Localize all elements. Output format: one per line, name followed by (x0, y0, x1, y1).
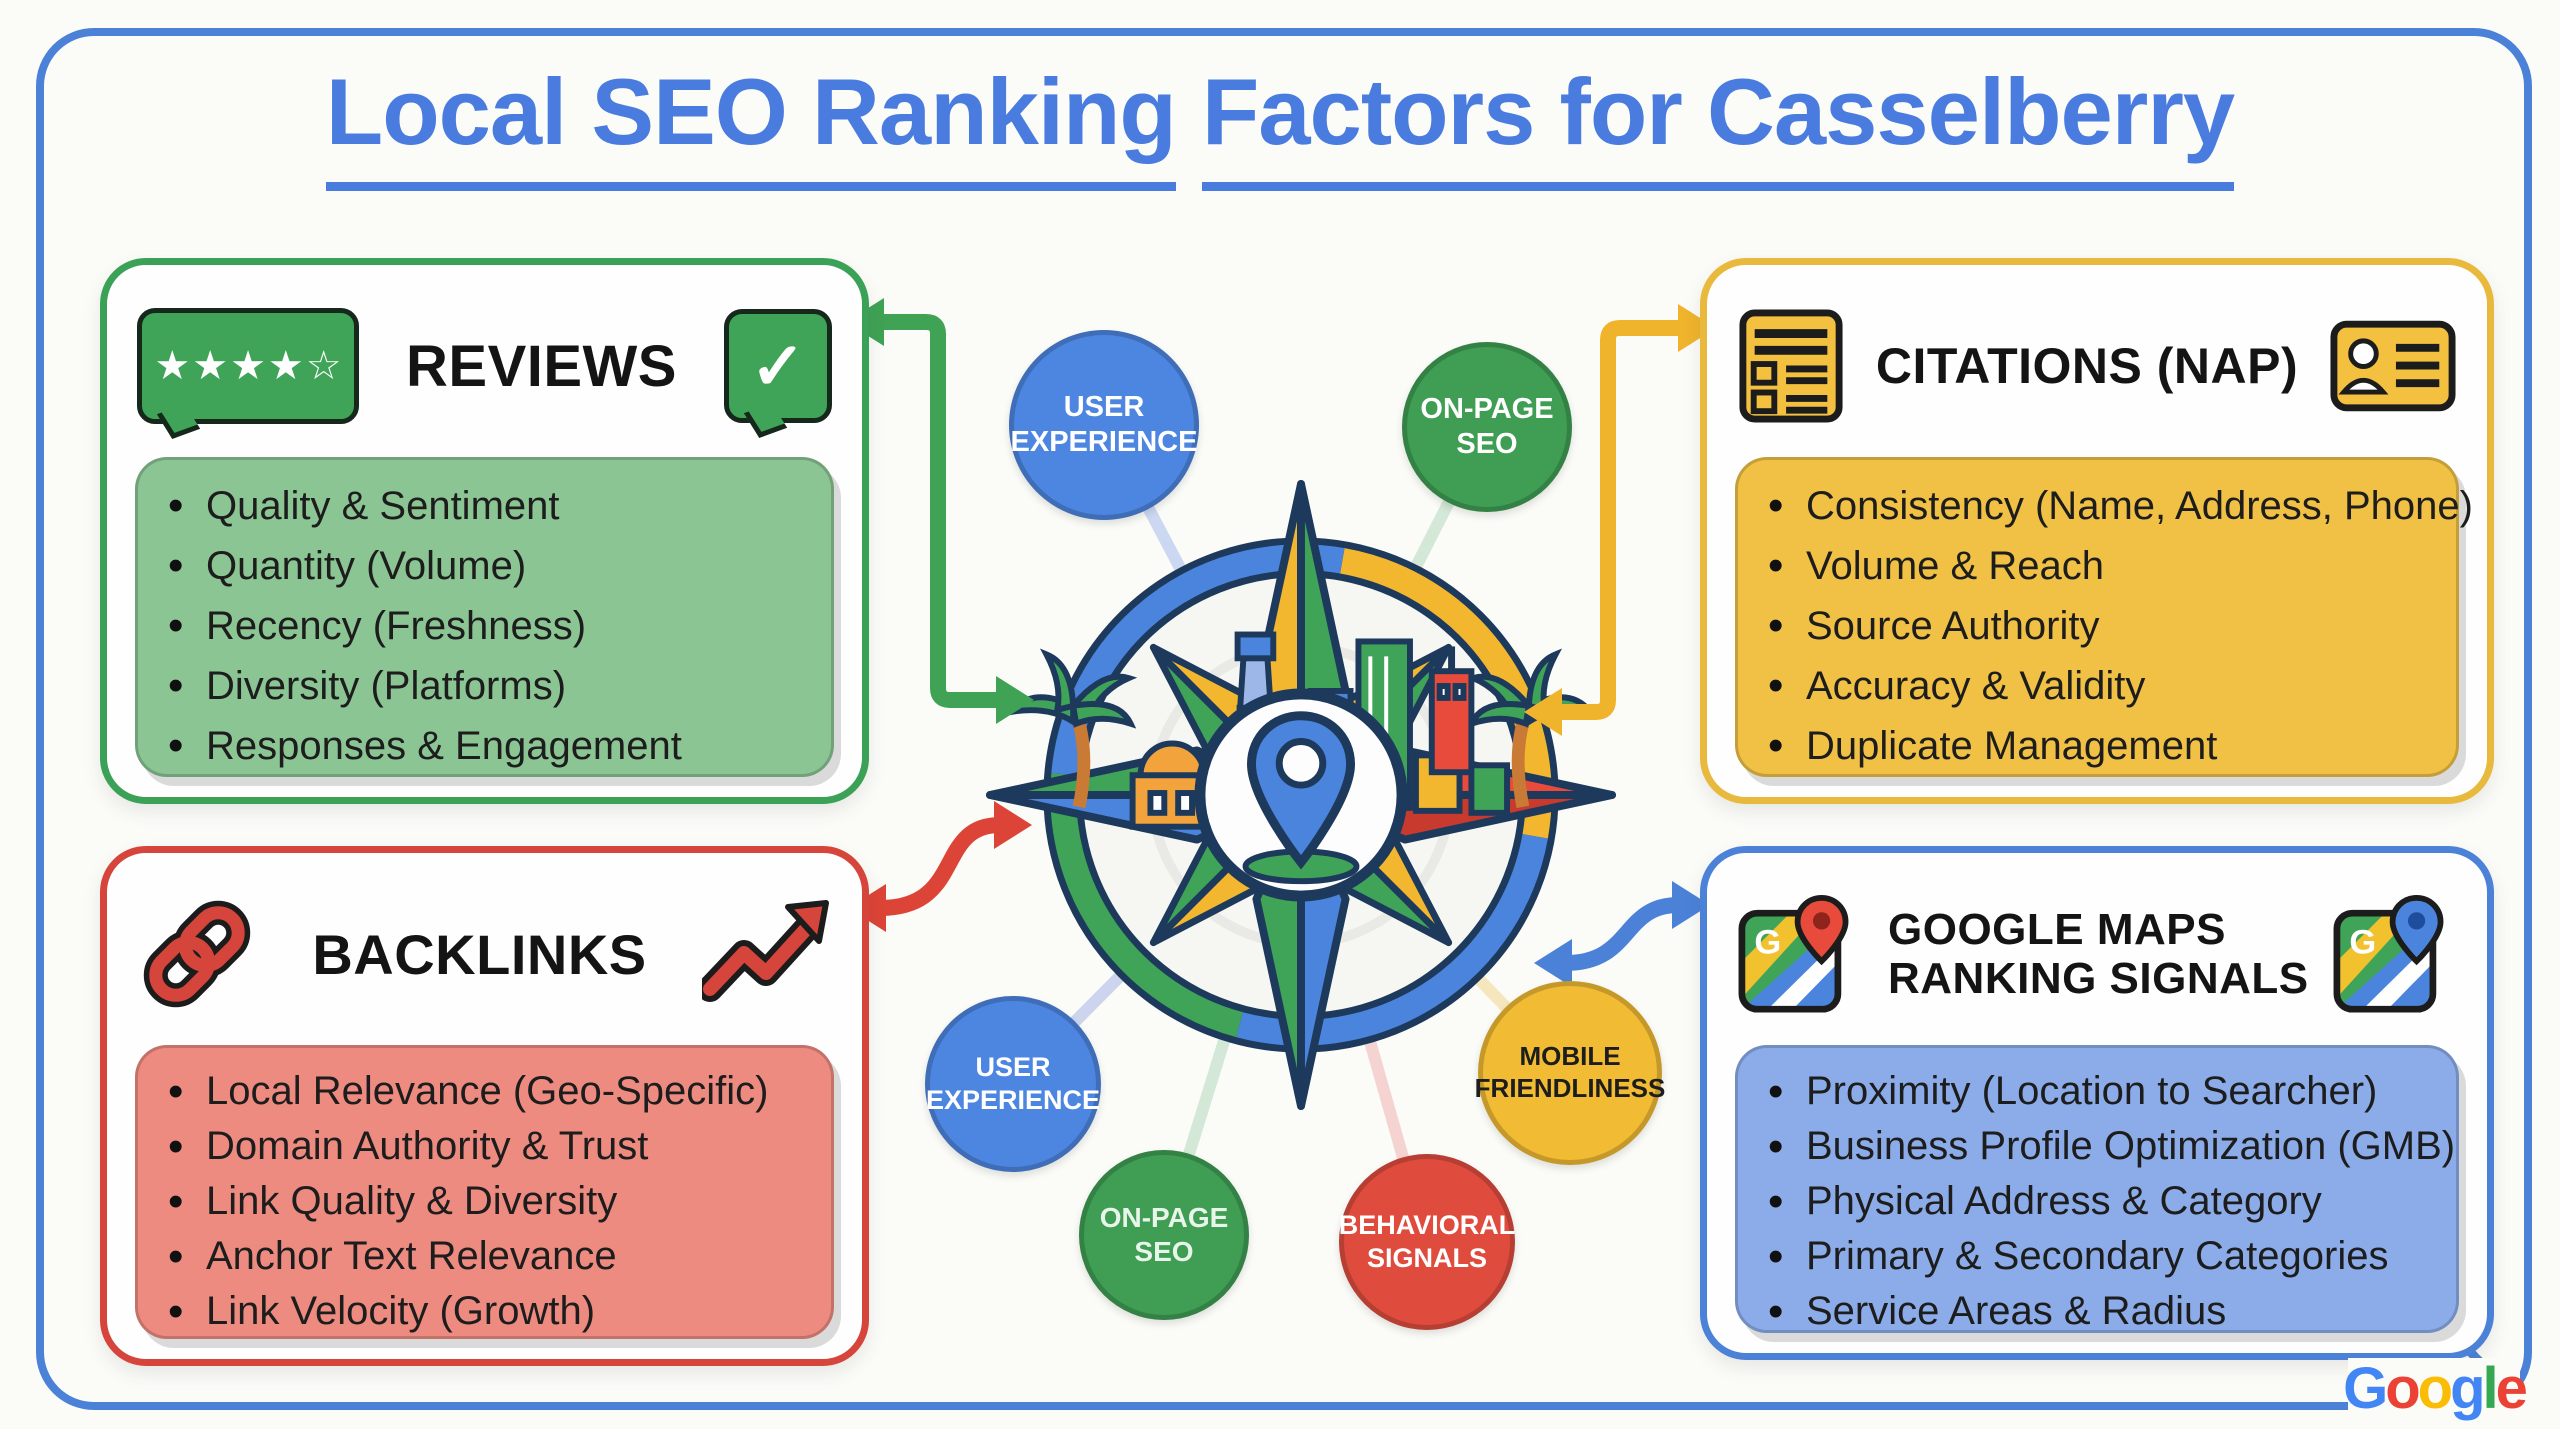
node-on-page-seo-top: ON-PAGE SEO (1402, 342, 1572, 512)
citations-box: CITATIONS (NAP) Consistency (Name, Addre… (1700, 258, 2494, 804)
list-item: Link Velocity (Growth) (164, 1284, 811, 1339)
star-icon: ★ (154, 344, 191, 388)
list-item: Primary & Secondary Categories (1764, 1229, 2436, 1284)
google-logo-letter: o (2417, 1355, 2453, 1421)
maps-title-line1: GOOGLE MAPS (1888, 904, 2226, 954)
page-title-part1: Local SEO Ranking (325, 58, 1177, 191)
list-item: Anchor Text Relevance (164, 1229, 811, 1284)
page-title: Local SEO Ranking Factors for Casselberr… (0, 58, 2560, 191)
node-user-experience-top: USER EXPERIENCE (1009, 330, 1199, 520)
google-logo-letter: e (2495, 1355, 2528, 1421)
list-item: Physical Address & Category (1764, 1174, 2436, 1229)
citations-panel: Consistency (Name, Address, Phone) Volum… (1735, 457, 2473, 777)
list-item: Responses & Engagement (164, 716, 811, 776)
reviews-list: Quality & Sentiment Quantity (Volume) Re… (138, 460, 831, 776)
node-label: USER (975, 1052, 1051, 1083)
list-item: Consistency (Name, Address, Phone) (1764, 476, 2473, 536)
yellow-arrow (1524, 304, 1716, 736)
node-label: MOBILE (1519, 1041, 1621, 1072)
node-label: USER (1063, 390, 1145, 423)
list-item: Quantity (Volume) (164, 536, 811, 596)
citations-header: CITATIONS (NAP) (1737, 291, 2457, 441)
node-label: BEHAVIORAL (1338, 1210, 1516, 1241)
star-icon: ★ (230, 344, 266, 388)
node-behavioral-signals: BEHAVIORAL SIGNALS (1339, 1154, 1515, 1330)
list-item: Business Profile Optimization (GMB) (1764, 1119, 2455, 1174)
node-on-page-seo-bottom: ON-PAGE SEO (1079, 1150, 1249, 1320)
contact-card-icon (2330, 320, 2456, 412)
google-logo-letter: o (2385, 1355, 2420, 1421)
green-arrow (846, 298, 1034, 724)
star-rating-icon: ★ ★ ★ ★ ☆ (137, 308, 359, 424)
backlinks-box: BACKLINKS Local Relevance (Geo-Specific)… (100, 846, 869, 1366)
map-pin-icon (1247, 711, 1355, 870)
backlinks-title: BACKLINKS (312, 922, 647, 986)
node-label: SEO (1456, 428, 1518, 460)
list-item: Service Areas & Radius (1764, 1284, 2436, 1339)
star-outline-icon: ☆ (305, 344, 342, 388)
reviews-box: ★ ★ ★ ★ ☆ REVIEWS ✓ Quality & Sentiment … (100, 258, 869, 804)
blue-arrow (1534, 881, 1710, 987)
google-logo: G o o g l e (2343, 1356, 2528, 1421)
compass-illustration (985, 479, 1617, 1111)
google-maps-blue-pin-icon: G (2333, 894, 2444, 1013)
citations-title: CITATIONS (NAP) (1875, 338, 2299, 394)
page-title-part2: Factors for Casselberry (1201, 58, 2235, 191)
node-label: SEO (1134, 1236, 1194, 1267)
check-bubble-icon: ✓ (724, 309, 832, 423)
list-item: Proximity (Location to Searcher) (1764, 1064, 2436, 1119)
red-arrow (848, 801, 1032, 932)
list-item: Source Authority (1764, 596, 2436, 656)
reviews-header: ★ ★ ★ ★ ☆ REVIEWS ✓ (137, 291, 832, 441)
google-maps-box: G GOOGLE MAPS RANKING SIGNALS G Proximit… (1700, 846, 2494, 1360)
node-label: EXPERIENCE (925, 1085, 1101, 1115)
google-logo-letter: g (2450, 1355, 2485, 1421)
node-label: EXPERIENCE (1010, 426, 1198, 458)
directory-listing-icon (1739, 309, 1843, 423)
google-maps-red-pin-icon: G (1738, 894, 1849, 1013)
maps-header: G GOOGLE MAPS RANKING SIGNALS G (1737, 879, 2457, 1029)
star-icon: ★ (192, 344, 229, 388)
backlinks-header: BACKLINKS (137, 879, 832, 1029)
list-item: Accuracy & Validity (1764, 656, 2436, 716)
growth-arrow-icon (701, 900, 829, 1002)
node-user-experience-bottom: USER EXPERIENCE (925, 996, 1101, 1172)
backlinks-panel: Local Relevance (Geo-Specific) Domain Au… (135, 1045, 834, 1339)
list-item: Volume & Reach (1764, 536, 2436, 596)
list-item: Recency (Freshness) (164, 596, 811, 656)
maps-title-line2: RANKING SIGNALS (1888, 954, 2309, 1003)
node-label: ON-PAGE (1099, 1201, 1229, 1233)
list-item: Duplicate Management (1764, 716, 2436, 776)
reviews-panel: Quality & Sentiment Quantity (Volume) Re… (135, 457, 834, 777)
node-label: SIGNALS (1366, 1243, 1487, 1273)
chain-link-icon (143, 900, 251, 1008)
list-item: Diversity (Platforms) (164, 656, 811, 716)
page-border-frame (36, 28, 2532, 1410)
maps-g-letter: G (2349, 924, 2376, 962)
list-item: Domain Authority & Trust (164, 1119, 811, 1174)
maps-title: GOOGLE MAPS RANKING SIGNALS (1862, 905, 2332, 1004)
maps-list: Proximity (Location to Searcher) Busines… (1738, 1048, 2456, 1339)
star-icon: ★ (267, 344, 304, 388)
reviews-title: REVIEWS (406, 333, 677, 399)
google-logo-letter: l (2482, 1355, 2499, 1421)
maps-g-letter: G (1754, 924, 1781, 962)
backlinks-list: Local Relevance (Geo-Specific) Domain Au… (138, 1048, 831, 1339)
list-item: Local Relevance (Geo-Specific) (164, 1064, 811, 1119)
check-icon: ✓ (750, 329, 806, 403)
maps-panel: Proximity (Location to Searcher) Busines… (1735, 1045, 2459, 1339)
list-item: Link Quality & Diversity (164, 1174, 811, 1229)
node-label: ON-PAGE (1420, 392, 1554, 425)
node-mobile-friendliness: MOBILE FRIENDLINESS (1475, 981, 1665, 1165)
google-logo-letter: G (2343, 1355, 2388, 1421)
node-label: FRIENDLINESS (1474, 1073, 1666, 1103)
list-item: Quality & Sentiment (164, 476, 811, 536)
citations-list: Consistency (Name, Address, Phone) Volum… (1738, 460, 2473, 776)
